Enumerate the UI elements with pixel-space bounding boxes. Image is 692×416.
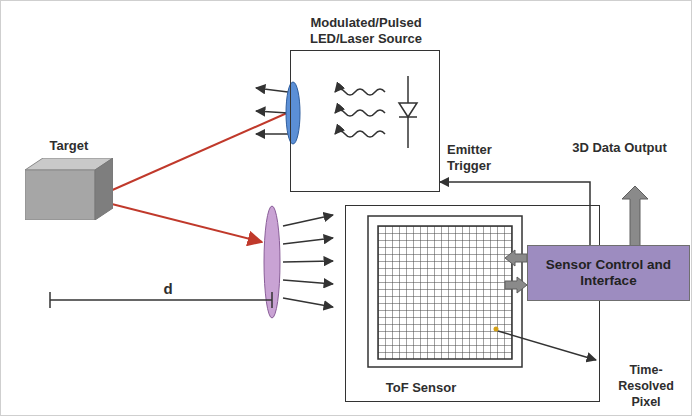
box-heading: Target [25, 138, 113, 154]
distance-dimension [50, 292, 272, 308]
sensor-chip [368, 216, 522, 367]
pixel-label: Time-Resolved Pixel [602, 362, 690, 410]
pixel-dot [494, 327, 499, 332]
source-box: Modulated/Pulsed LED/Laser Source [290, 50, 440, 192]
light-waves [335, 89, 385, 137]
block-arrow [505, 250, 527, 266]
box-heading: ToF Sensor [346, 380, 496, 396]
leader-line [498, 331, 596, 360]
trigger-line [440, 182, 590, 245]
distance-label: d [158, 281, 178, 297]
emitted-light-arrows [256, 88, 288, 134]
diode-symbol [399, 76, 417, 148]
pixel-array [378, 226, 512, 359]
emitter-lens [286, 82, 300, 144]
cube-shape [25, 158, 113, 220]
sensor-box: ToF Sensor [345, 205, 600, 402]
box-heading: Modulated/Pulsed LED/Laser Source [291, 15, 441, 47]
box-text: Sensor Control and Interface [536, 257, 681, 289]
output-label: 3D Data Output [572, 140, 667, 156]
output-arrow [622, 186, 648, 246]
reflected-ray [92, 199, 262, 242]
received-light-arrows [283, 215, 333, 307]
control-box: Sensor Control and Interface [527, 245, 690, 301]
target-cube: Target [25, 158, 113, 220]
edge-label: Emitter Trigger [447, 142, 509, 174]
block-arrow [505, 277, 527, 293]
receiver-lens [264, 206, 280, 318]
emitted-ray [92, 113, 287, 199]
